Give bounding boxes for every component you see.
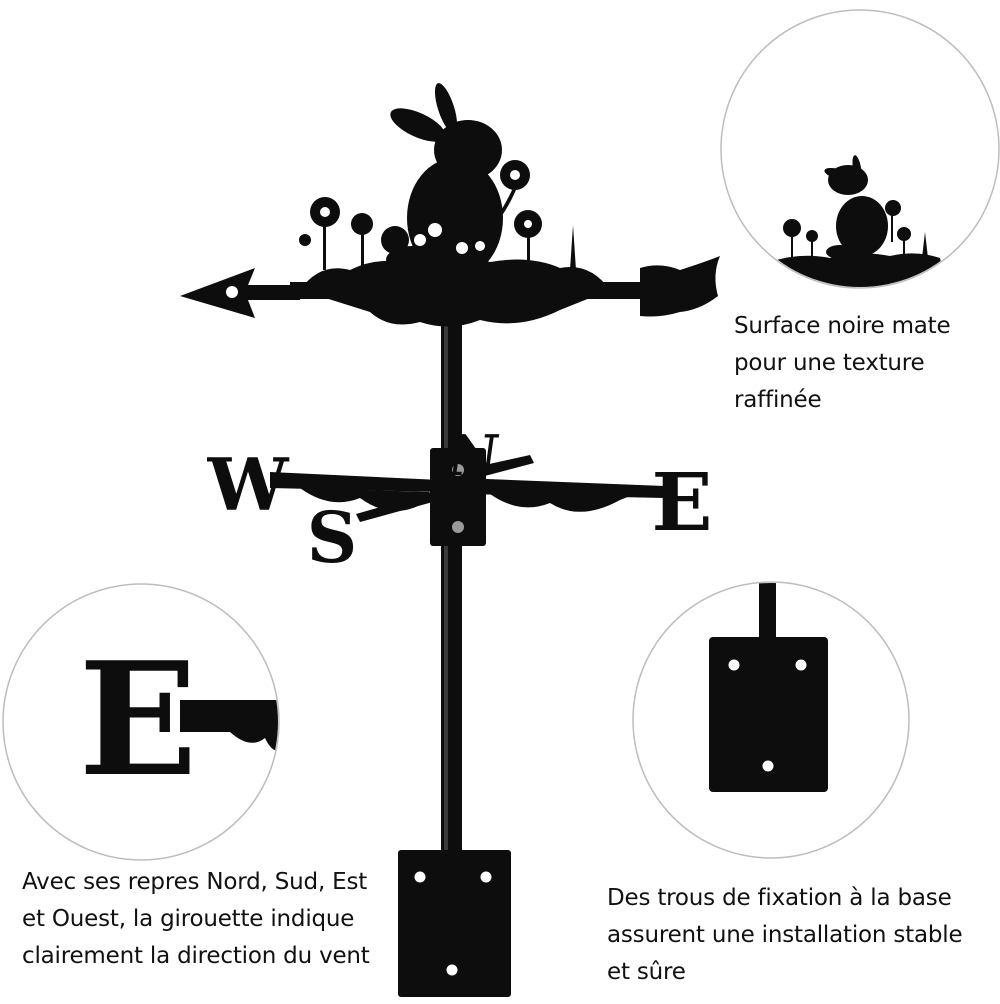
caption-line: et sûre [607,959,686,985]
compass-hub [430,448,486,546]
caption-texture: Surface noire mate pour une texture raff… [734,308,951,419]
caption-line: assurent une installation stable [607,922,963,948]
caption-line: pour une texture [734,350,925,376]
detail-circle-texture [720,9,1000,289]
east-letter-zoom: E [79,628,198,811]
south-letter: S [307,496,358,579]
caption-line: Avec ses repres Nord, Sud, Est [22,869,368,895]
north-letter: N [443,423,503,489]
caption-directions: Avec ses repres Nord, Sud, Est et Ouest,… [22,864,370,975]
west-letter: W [207,442,290,527]
caption-line: Surface noire mate [734,313,951,339]
rabbit-silhouette-icon [381,83,503,278]
base-plate [398,850,511,997]
weathervane: W E N S [180,83,720,997]
compass-arms [270,455,665,522]
caption-base: Des trous de fixation à la base assurent… [607,880,963,991]
caption-line: et Ouest, la girouette indique [22,906,355,932]
flower-icon [299,160,576,270]
caption-line: raffinée [734,387,822,413]
caption-line: clairement la direction du vent [22,943,370,969]
flower-icon [783,200,928,258]
detail-circle-east-letter: E [2,583,280,861]
caption-line: Des trous de fixation à la base [607,885,952,911]
detail-circle-mounting-plate [632,581,910,859]
rabbit-silhouette-icon [824,155,888,259]
east-letter: E [652,455,713,549]
